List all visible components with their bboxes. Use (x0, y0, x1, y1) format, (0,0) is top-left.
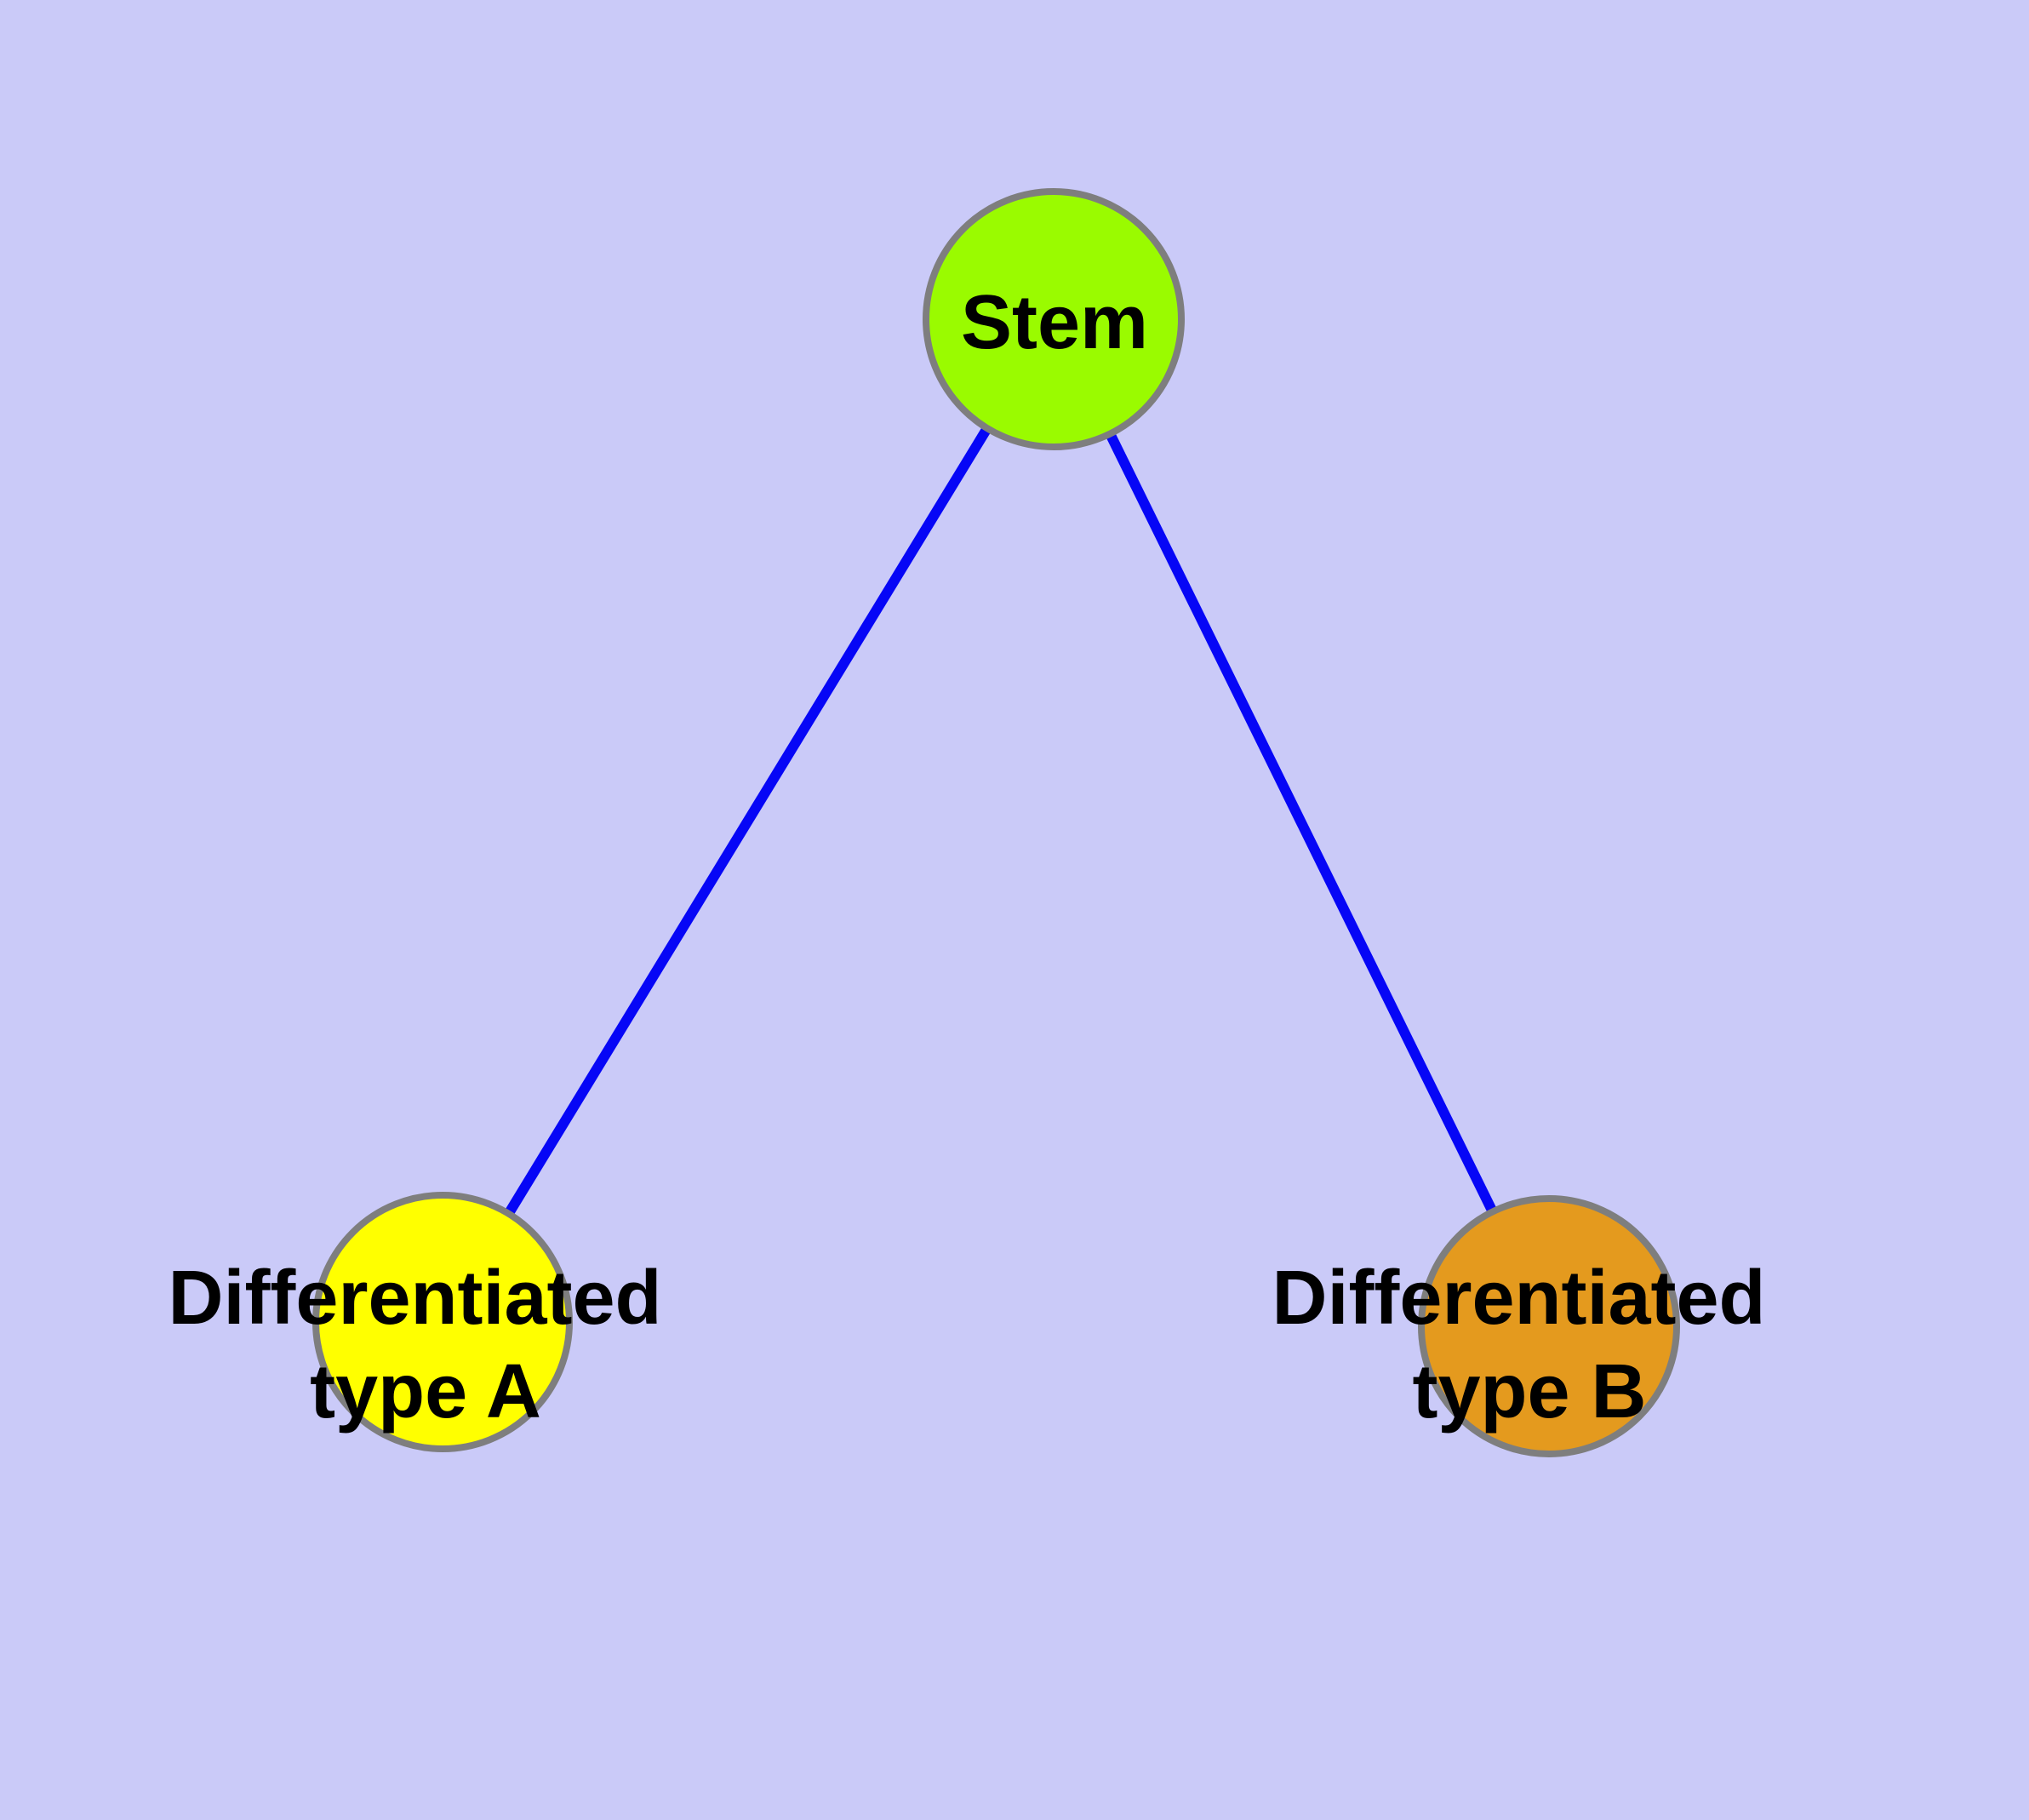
node-stem-label: Stem (961, 280, 1148, 365)
node-type-b-label-line2: type B (1412, 1349, 1646, 1434)
node-type-a (312, 1192, 573, 1452)
node-type-b (1418, 1195, 1680, 1457)
node-type-b-label-line1: Differentiated (1272, 1256, 1765, 1341)
edge-stem-to-type-a (437, 316, 1059, 1325)
node-type-a-label-line1: Differentiated (168, 1256, 661, 1341)
node-type-b-label: Differentiated type B (1272, 1256, 1786, 1434)
node-type-a-label-line2: type A (310, 1349, 541, 1434)
edge-stem-to-type-b (1049, 317, 1554, 1329)
node-type-a-label: Differentiated type A (168, 1256, 683, 1434)
node-stem (923, 188, 1185, 450)
